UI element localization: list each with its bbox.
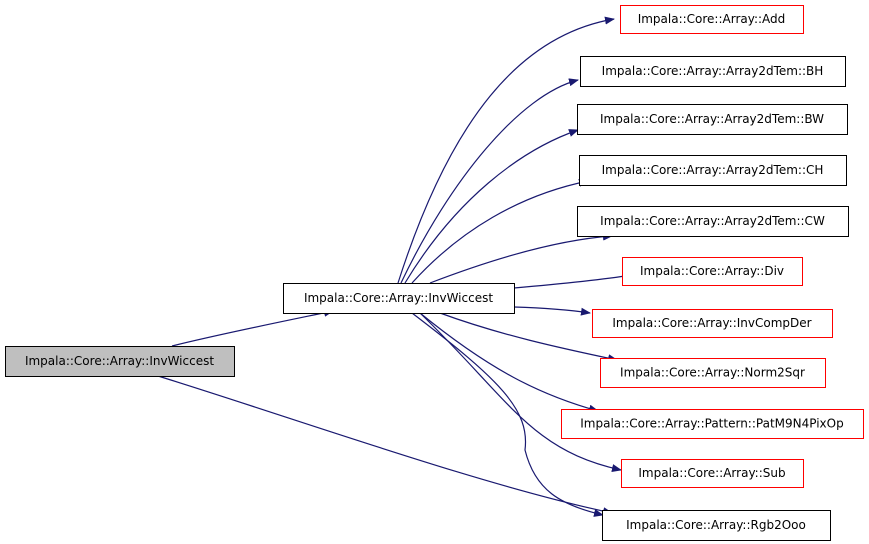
edge-mid-to-bw — [404, 129, 579, 284]
node-box-norm[interactable] — [600, 358, 826, 388]
node-root[interactable]: Impala::Core::Array::InvWiccest — [5, 346, 235, 377]
node-label-div: Impala::Core::Array::Div — [640, 264, 784, 278]
node-sub[interactable]: Impala::Core::Array::Sub — [621, 459, 804, 488]
node-box-root[interactable] — [5, 346, 235, 377]
node-box-cw[interactable] — [577, 206, 849, 237]
node-pat[interactable]: Impala::Core::Array::Pattern::PatM9N4Pix… — [561, 409, 864, 439]
node-box-sub[interactable] — [621, 459, 804, 488]
node-invcomp[interactable]: Impala::Core::Array::InvCompDer — [592, 309, 833, 338]
node-add[interactable]: Impala::Core::Array::Add — [620, 5, 804, 34]
edges-layer — [157, 16, 633, 517]
node-box-pat[interactable] — [561, 409, 864, 439]
node-norm[interactable]: Impala::Core::Array::Norm2Sqr — [600, 358, 826, 388]
node-label-bw: Impala::Core::Array::Array2dTem::BW — [600, 112, 824, 126]
edge-mid-to-add — [397, 16, 615, 284]
node-box-add[interactable] — [620, 5, 804, 34]
node-label-norm: Impala::Core::Array::Norm2Sqr — [620, 366, 805, 380]
edge-mid-to-norm — [439, 312, 618, 363]
node-box-bh[interactable] — [580, 56, 846, 87]
node-label-invcomp: Impala::Core::Array::InvCompDer — [612, 316, 811, 330]
node-box-div[interactable] — [622, 257, 803, 286]
node-label-sub: Impala::Core::Array::Sub — [638, 466, 785, 480]
node-bw[interactable]: Impala::Core::Array::Array2dTem::BW — [577, 104, 848, 135]
edge-mid-to-div — [513, 272, 633, 289]
node-box-rgb[interactable] — [602, 510, 831, 541]
edge-root-to-mid — [171, 308, 334, 347]
nodes-layer: Impala::Core::Array::InvWiccestImpala::C… — [5, 5, 864, 541]
node-label-pat: Impala::Core::Array::Pattern::PatM9N4Pix… — [580, 417, 843, 431]
node-label-add: Impala::Core::Array::Add — [638, 12, 786, 26]
edge-mid-to-pat — [419, 312, 599, 413]
node-label-mid: Impala::Core::Array::InvWiccest — [304, 291, 493, 305]
node-label-rgb: Impala::Core::Array::Rgb2Ooo — [626, 518, 806, 532]
edge-mid-to-ch — [411, 178, 589, 284]
node-cw[interactable]: Impala::Core::Array::Array2dTem::CW — [577, 206, 849, 237]
node-bh[interactable]: Impala::Core::Array::Array2dTem::BH — [580, 56, 846, 87]
node-box-mid[interactable] — [283, 283, 515, 314]
node-box-ch[interactable] — [579, 155, 847, 186]
node-box-bw[interactable] — [577, 104, 848, 135]
edge-mid-to-invcomp — [513, 306, 591, 316]
edge-root-to-rgb — [157, 375, 613, 516]
node-ch[interactable]: Impala::Core::Array::Array2dTem::CH — [579, 155, 847, 186]
edge-mid-to-cw — [429, 232, 613, 284]
edge-mid-to-bh — [400, 78, 579, 284]
node-box-invcomp[interactable] — [592, 309, 833, 338]
node-mid[interactable]: Impala::Core::Array::InvWiccest — [283, 283, 515, 314]
node-label-root: Impala::Core::Array::InvWiccest — [25, 354, 214, 368]
node-label-ch: Impala::Core::Array::Array2dTem::CH — [602, 163, 824, 177]
node-rgb[interactable]: Impala::Core::Array::Rgb2Ooo — [602, 510, 831, 541]
node-div[interactable]: Impala::Core::Array::Div — [622, 257, 803, 286]
edge-mid-to-rgb — [411, 312, 604, 517]
node-label-bh: Impala::Core::Array::Array2dTem::BH — [602, 64, 824, 78]
node-label-cw: Impala::Core::Array::Array2dTem::CW — [600, 214, 825, 228]
